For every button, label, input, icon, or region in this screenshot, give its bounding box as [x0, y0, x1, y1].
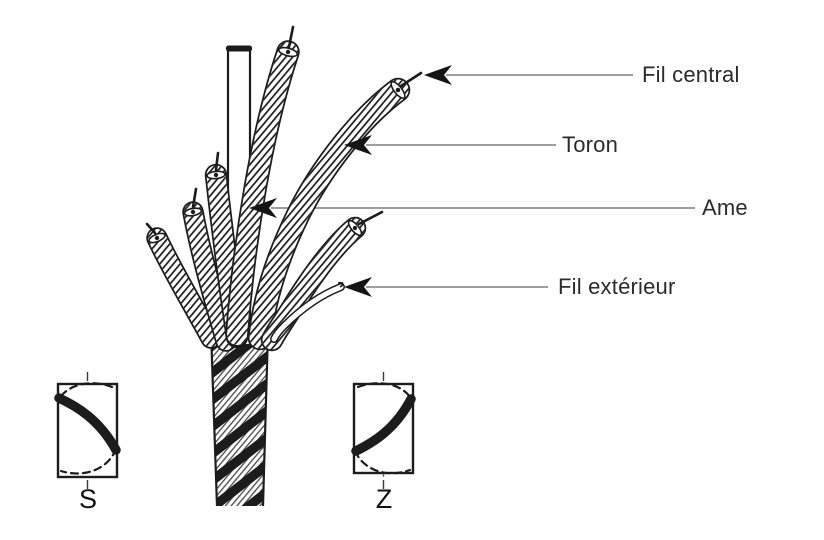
- label-lay-s: S: [78, 484, 97, 514]
- rope-lay-stripes: [211, 331, 268, 506]
- arrow-fil-exterieur-icon: [344, 277, 372, 297]
- label-fil-central: Fil central: [642, 62, 740, 87]
- label-lay-z: Z: [375, 484, 393, 514]
- strand-wire: [214, 151, 220, 172]
- label-toron: Toron: [562, 132, 619, 157]
- strand-left-middle: [182, 187, 237, 352]
- strand-left-outer: [145, 222, 222, 349]
- strand-front-of-core: [225, 25, 300, 347]
- label-fil-exterieur: Fil extérieur: [558, 274, 676, 299]
- callout-arrows: [249, 65, 452, 297]
- lay-symbol-s: [54, 372, 121, 492]
- strand-wire: [287, 25, 295, 49]
- arrow-ame-icon: [249, 198, 277, 218]
- rope-body: [209, 330, 270, 507]
- label-ame: Ame: [702, 195, 748, 220]
- leader-lines: [271, 74, 695, 288]
- strand-wire: [145, 222, 157, 235]
- central-wire: [399, 71, 423, 88]
- arrow-toron-icon: [344, 135, 372, 155]
- strand-wire: [357, 210, 384, 226]
- outer-wire: [270, 281, 345, 343]
- strand-wire: [191, 187, 198, 209]
- arrow-fil-central-icon: [424, 65, 452, 85]
- strand-toron: [247, 71, 423, 351]
- lay-symbol-z: [351, 372, 416, 492]
